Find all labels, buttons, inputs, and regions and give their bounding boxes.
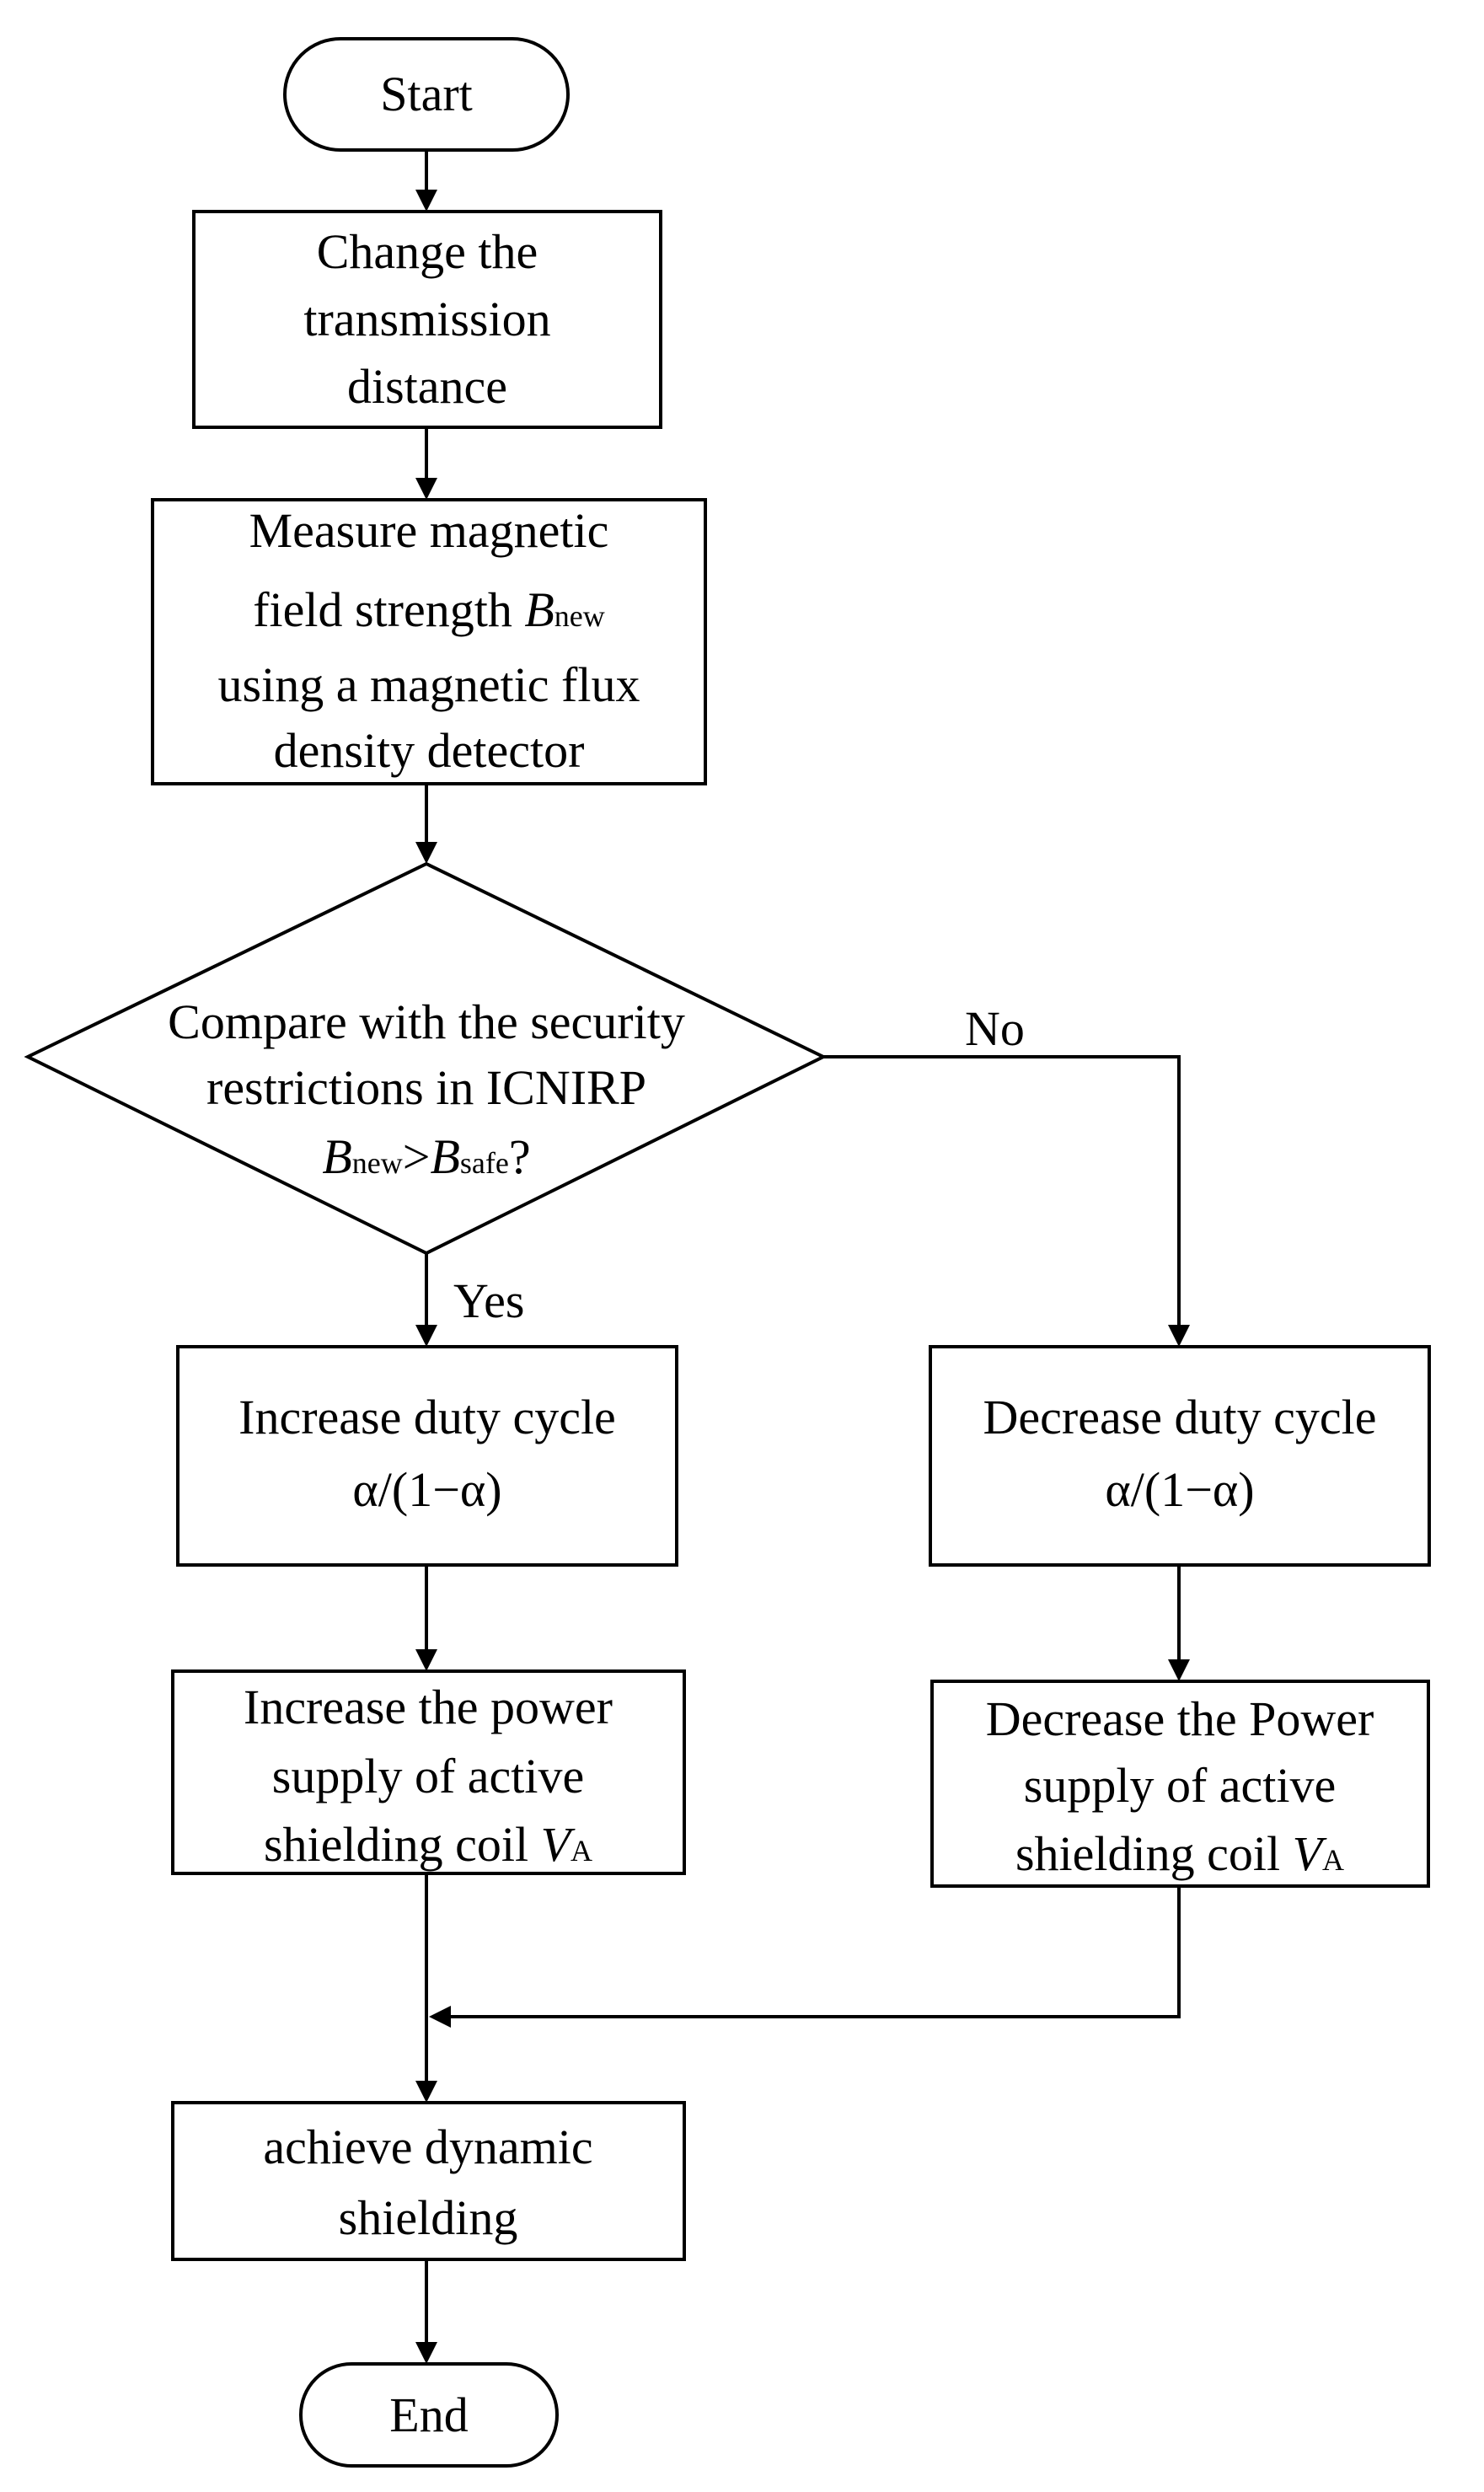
arrowhead (1168, 1325, 1190, 1347)
achieve-line-1: achieve dynamic (263, 2120, 592, 2174)
measure-line-4: density detector (274, 723, 585, 778)
achieve-line-2: shielding (339, 2190, 518, 2245)
var-v: V (1293, 1826, 1328, 1881)
connectors (415, 150, 1190, 2364)
decrease-power-line-2: supply of active (1024, 1758, 1336, 1813)
decision-line-2: restrictions in ICNIRP (206, 1060, 646, 1115)
arrowhead (415, 478, 437, 500)
arrowhead (415, 190, 437, 212)
decrease-duty-line-2: α/(1−α) (1105, 1462, 1254, 1517)
node-achieve: achieve dynamic shielding (171, 2101, 686, 2261)
edge-decpower-merge (450, 1886, 1181, 2018)
arrowhead (415, 1649, 437, 1671)
arrowhead (415, 1325, 437, 1347)
sub-new: new (554, 599, 605, 633)
increase-duty-line-2: α/(1−α) (352, 1462, 501, 1517)
change-line-1: Change the (317, 224, 538, 279)
increase-duty-line-1: Increase duty cycle (238, 1390, 616, 1444)
arrowhead (415, 2342, 437, 2364)
decrease-power-line-1: Decrease the Power (986, 1691, 1374, 1746)
decision-line-1: Compare with the security (168, 994, 685, 1049)
process-box (192, 210, 662, 429)
measure-line-1: Measure magnetic (249, 503, 609, 558)
increase-power-line-3: shielding coil VA (264, 1817, 592, 1872)
arrowhead (415, 842, 437, 864)
sub-a: A (571, 1834, 592, 1868)
edge-decision-no (823, 1055, 1181, 1326)
decrease-duty-line-1: Decrease duty cycle (983, 1390, 1377, 1444)
process-box (171, 1669, 686, 1875)
change-line-3: distance (347, 359, 507, 414)
measure-line-2: field strength Bnew (253, 582, 605, 637)
node-start: Start (283, 37, 570, 152)
process-box (930, 1680, 1430, 1888)
var-b: B (524, 582, 554, 637)
node-increase-duty: Increase duty cycle α/(1−α) (176, 1345, 678, 1567)
node-increase-power: Increase the power supply of active shie… (171, 1669, 686, 1875)
arrowhead (415, 2081, 437, 2103)
decrease-power-line-3: shielding coil VA (1015, 1826, 1344, 1881)
node-measure: Measure magnetic field strength Bnew usi… (151, 498, 707, 785)
edge-label-no: No (965, 1001, 1025, 1056)
process-box (171, 2101, 686, 2261)
increase-power-line-1: Increase the power (244, 1680, 613, 1734)
increase-power-line-2: supply of active (272, 1749, 584, 1803)
process-box (151, 498, 707, 785)
end-label: End (389, 2387, 468, 2442)
measure-line-3: using a magnetic flux (218, 657, 640, 712)
start-label: Start (380, 67, 473, 121)
var-v: V (541, 1817, 576, 1872)
change-line-2: transmission (303, 292, 550, 346)
arrowhead (429, 2006, 451, 2028)
edge-label-yes: Yes (453, 1273, 524, 1328)
terminator-shape (299, 2362, 559, 2468)
process-box (176, 1345, 678, 1567)
arrowhead (1168, 1659, 1190, 1681)
node-decision: Compare with the security restrictions i… (24, 861, 828, 1256)
node-decrease-duty: Decrease duty cycle α/(1−α) (929, 1345, 1431, 1567)
terminator-shape (283, 37, 570, 152)
decision-line-3: Bnew>Bsafe? (322, 1129, 530, 1184)
node-change-distance: Change the transmission distance (192, 210, 662, 429)
node-decrease-power: Decrease the Power supply of active shie… (930, 1680, 1430, 1888)
node-end: End (299, 2362, 559, 2468)
decision-diamond (24, 861, 828, 1256)
sub-a: A (1322, 1843, 1344, 1877)
process-box (929, 1345, 1431, 1567)
